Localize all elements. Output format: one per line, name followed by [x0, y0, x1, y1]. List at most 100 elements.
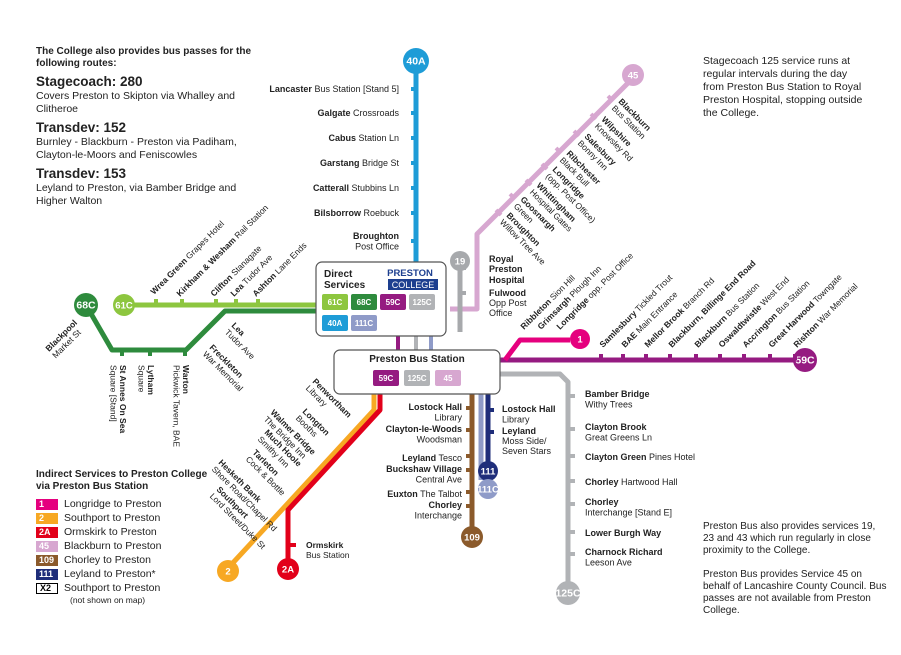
stop-68c: LeaTudor Ave: [223, 320, 264, 361]
route-line-2: [228, 394, 377, 568]
badge-bg: [322, 315, 348, 331]
legend-swatch: 45: [36, 540, 58, 552]
roundel-circle: [217, 560, 239, 582]
station-badge-125c: 125C: [404, 370, 430, 386]
legend-label: Longridge to Preston: [64, 497, 162, 510]
badge-label: 61C: [328, 298, 343, 307]
badge-bg: [322, 294, 348, 310]
direct-badge-61c: 61C: [322, 294, 348, 310]
legend-label: Southport to Preston: [64, 581, 161, 594]
stop-125c: Clayton Green Pines Hotel: [585, 452, 695, 462]
roundel-circle: [793, 348, 817, 372]
stop-68c: LythamSquare: [137, 365, 157, 395]
preston-bus-services-text: Preston Bus also provides services 19, 2…: [703, 521, 876, 556]
badge-label: 59C: [379, 374, 394, 383]
roundel-label: 45: [628, 71, 639, 82]
route-roundel-45: 45: [622, 64, 644, 86]
badge-label: 68C: [357, 298, 372, 307]
direct-badge-125c: 125C: [409, 294, 435, 310]
stop-40a: Catterall Stubbins Ln: [313, 183, 399, 193]
stop-tick-45: [540, 162, 549, 171]
route-roundel-61c: 61C: [113, 294, 135, 316]
badge-bg: [373, 370, 399, 386]
stop-125c: Lower Burgh Way: [585, 528, 661, 538]
stop-19: Royal: [489, 254, 514, 264]
stop-68c: WartonPickwick Tavern, BAE: [172, 365, 192, 447]
legend-title: Indirect Services to Preston College via…: [36, 469, 208, 492]
stop-tick-45: [589, 112, 598, 121]
college-logo-bar: [388, 279, 438, 290]
stop-40a: Garstang Bridge St: [320, 158, 400, 168]
legend-label: Leyland to Preston*: [64, 567, 156, 580]
roundel-circle: [113, 294, 135, 316]
route-280-desc: Covers Preston to Skipton via Whalley an…: [36, 90, 236, 115]
roundel-label: 61C: [115, 301, 133, 312]
stop-40a: Galgate Crossroads: [317, 108, 399, 118]
direct-badge-68c: 68C: [351, 294, 377, 310]
route-roundel-2a: 2A: [277, 558, 299, 580]
stop-68c: BlackpoolMarket St: [43, 318, 86, 361]
stop-40a: Bilsborrow Roebuck: [314, 208, 400, 218]
badge-label: 111C: [355, 319, 373, 328]
route-line-1: [503, 337, 570, 362]
roundel-circle: [622, 64, 644, 86]
roundel-label: 109: [464, 533, 480, 544]
legend-swatch: 2: [36, 512, 58, 524]
roundel-circle: [277, 558, 299, 580]
route-line-125c: [500, 371, 571, 585]
direct-badge-59c: 59C: [380, 294, 406, 310]
preston-bus-station-box: Preston Bus Station 59C 125C 45: [333, 349, 501, 395]
route-roundel-111c: 111C: [477, 479, 499, 499]
roundel-label: 19: [455, 257, 466, 268]
legend-label: Ormskirk to Preston: [64, 525, 157, 538]
legend-swatch: 2A: [36, 526, 58, 538]
stop-tick-45: [554, 146, 563, 155]
route-roundel-68c: 68C: [74, 293, 98, 317]
badge-label: 59C: [386, 298, 401, 307]
stop-tick-45: [524, 178, 533, 187]
roundel-label: 59C: [795, 355, 815, 367]
bus-passes-intro: The College also provides bus passes for…: [36, 46, 252, 69]
bus-station-title: Preston Bus Station: [369, 354, 465, 365]
badge-label: 45: [444, 374, 453, 383]
roundel-label: 125C: [555, 588, 581, 600]
badge-bg: [351, 315, 377, 331]
stop-109: Leyland Tesco: [402, 453, 462, 463]
station-badge-45: 45: [435, 370, 461, 386]
roundel-circle: [570, 329, 590, 349]
roundel-label: 111: [481, 467, 497, 478]
stop-tick-45: [572, 129, 581, 138]
legend-label: Chorley to Preston: [64, 553, 151, 566]
direct-badge-111c: 111C: [351, 315, 377, 331]
roundel-circle: [478, 479, 498, 499]
legend-swatch: X2: [36, 582, 58, 594]
route-roundel-111: 111: [478, 461, 498, 481]
route-line-45: [450, 76, 635, 312]
route-roundel-2: 2: [217, 560, 239, 582]
roundel-label: 40A: [406, 56, 426, 68]
stop-125c: Chorley Hartwood Hall: [585, 477, 678, 487]
roundel-circle: [556, 581, 580, 605]
roundel-circle: [478, 461, 498, 481]
legend-label: Blackburn to Preston: [64, 539, 162, 552]
route-roundel-125c: 125C: [555, 581, 581, 605]
route-152-desc: Burnley - Blackburn - Preston via Padiha…: [36, 136, 237, 161]
badge-bg: [380, 294, 406, 310]
service-45-text: Preston Bus provides Service 45 on behal…: [703, 569, 887, 616]
stop-tick-45: [508, 192, 517, 201]
route-153-name: Transdev: 153: [36, 166, 127, 181]
route-roundel-109: 109: [461, 526, 483, 548]
roundel-label: 68C: [76, 300, 96, 312]
